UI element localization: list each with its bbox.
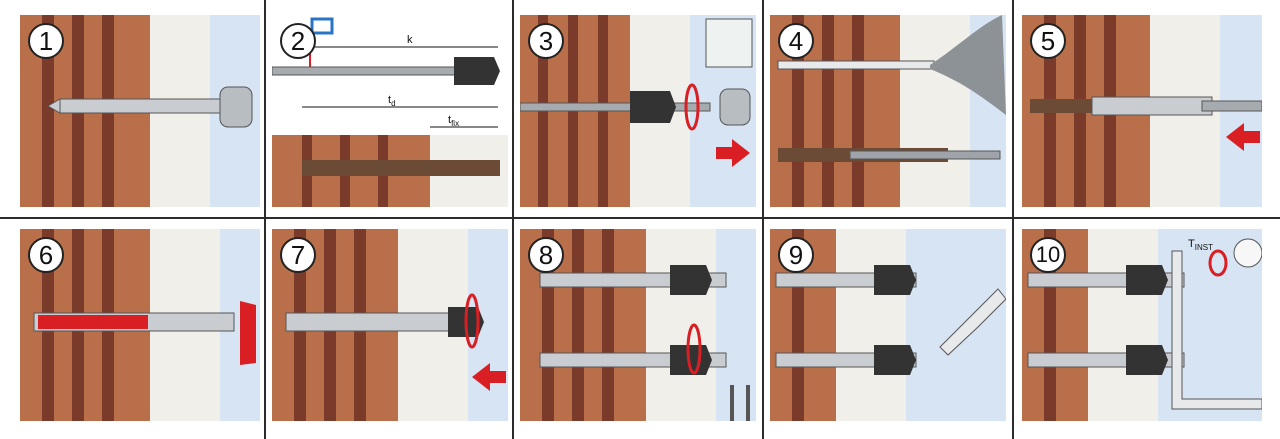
wall-brick-1 xyxy=(42,15,54,207)
step-4-panel: 4 xyxy=(770,15,1006,207)
drill-chuck xyxy=(219,86,253,128)
anchor-sleeve xyxy=(1091,96,1213,116)
step-10-panel: 10 TINST xyxy=(1022,229,1263,421)
push-arrow-icon xyxy=(716,139,750,167)
nut-washer xyxy=(454,57,500,85)
step-number-5: 5 xyxy=(1030,23,1066,59)
step-number-9: 9 xyxy=(778,237,814,273)
push-arrow-icon xyxy=(472,363,506,391)
step-number-10: 10 xyxy=(1030,237,1066,273)
step-8-illustration xyxy=(520,229,756,427)
push-arrow-icon xyxy=(1226,123,1260,151)
blow-pump xyxy=(930,15,1006,115)
step-number-6: 6 xyxy=(28,237,64,273)
step-4-illustration xyxy=(770,15,1006,207)
step-number-4: 4 xyxy=(778,23,814,59)
step-9-illustration xyxy=(770,229,1007,421)
step-1-illustration xyxy=(20,15,260,207)
divider-v2 xyxy=(512,0,514,439)
step-5-panel: 5 xyxy=(1022,15,1263,207)
step-7-illustration xyxy=(272,229,508,421)
step-number-8: 8 xyxy=(528,237,564,273)
step-2-illustration: k td tfix xyxy=(271,17,508,207)
rotation-arrow-icon xyxy=(684,83,700,131)
step-8-panel: 8 xyxy=(520,229,756,427)
drill-bit xyxy=(59,98,221,114)
threaded-rod xyxy=(519,102,711,112)
step-number-1: 1 xyxy=(28,23,64,59)
torque-wrench-icon xyxy=(1233,238,1263,268)
nut-washer xyxy=(630,91,676,123)
divider-v4 xyxy=(1012,0,1014,439)
step-2-panel: 2 k td tfix xyxy=(271,15,508,207)
injection-gun xyxy=(240,301,256,365)
divider-v1 xyxy=(264,0,266,439)
drill-mode-icon xyxy=(705,18,753,68)
step-number-2: 2 xyxy=(280,23,316,59)
step-number-3: 3 xyxy=(528,23,564,59)
step-7-panel: 7 xyxy=(272,229,508,421)
cleaning-brush xyxy=(849,150,1001,160)
rotation-arrow-icon xyxy=(686,323,702,375)
step-9-panel: 9 xyxy=(770,229,1007,421)
dimension-k-label: k xyxy=(407,34,413,46)
dimension-td-label: td xyxy=(388,94,396,108)
step-6-panel: 6 xyxy=(20,229,260,421)
rotation-arrow-icon xyxy=(464,293,480,349)
step-number-7: 7 xyxy=(280,237,316,273)
step-1-panel: 1 xyxy=(20,15,260,207)
threaded-rod xyxy=(271,66,463,76)
torque-label: TINST xyxy=(1188,238,1213,252)
rotation-arrow-icon xyxy=(1208,249,1228,277)
resin-fill xyxy=(38,315,148,329)
dimension-tfix-label: tfix xyxy=(448,114,459,128)
blow-pump-nozzle xyxy=(777,60,935,70)
divider-horizontal xyxy=(0,217,1280,219)
divider-v3 xyxy=(762,0,764,439)
depth-gauge-icon xyxy=(310,17,334,35)
step-3-panel: 3 xyxy=(519,15,756,207)
drill-tip xyxy=(47,98,61,114)
drill-hole xyxy=(302,160,500,176)
